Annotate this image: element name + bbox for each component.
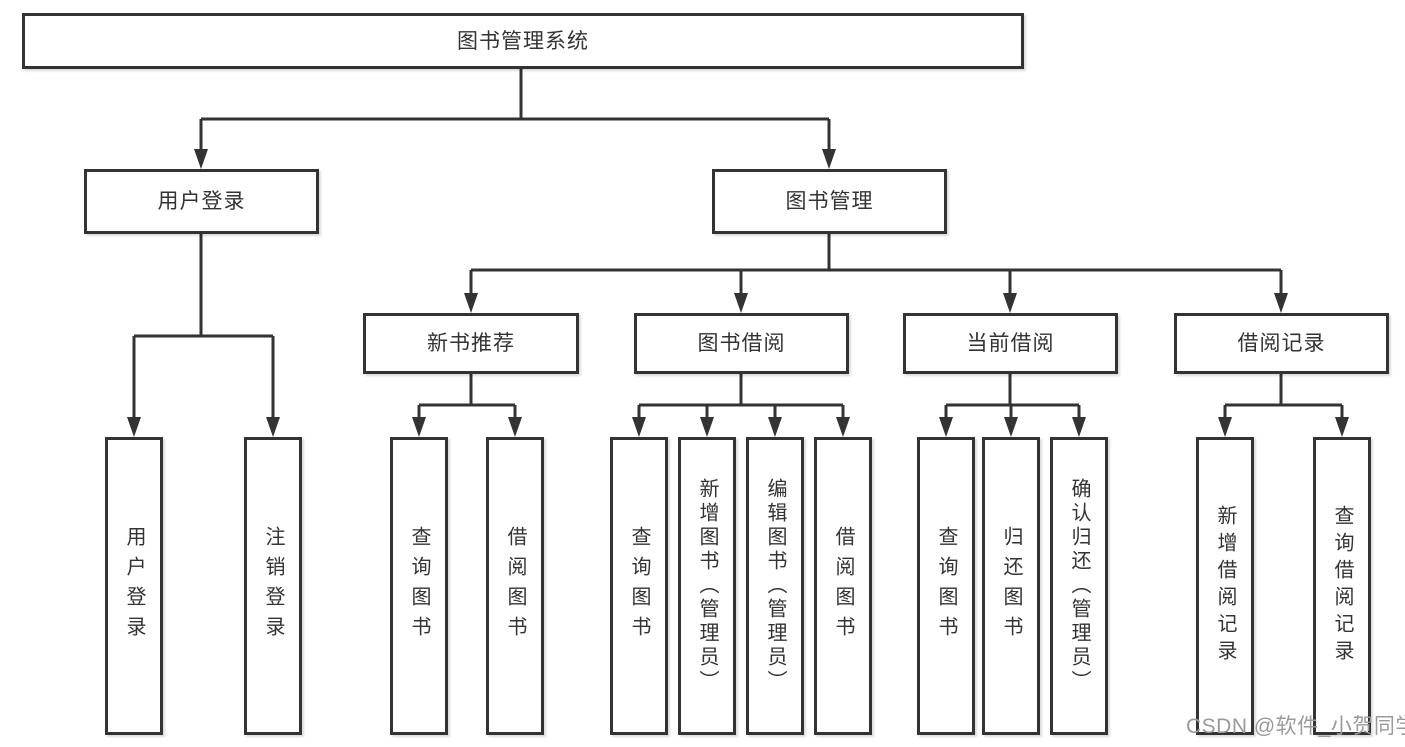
arrowhead-icon [822,149,836,169]
leaf-borrow-books-recommend-label: 借阅图书 [504,526,526,646]
node-book-management: 图书管理 [712,169,947,234]
leaf-query-borrow-record-label: 查询借阅记录 [1331,505,1353,667]
node-current-borrow: 当前借阅 [903,313,1118,374]
leaf-query-books-current: 查询图书 [917,437,975,735]
arrowhead-icon [700,417,714,437]
connector-login-split [127,234,280,437]
leaf-query-books-recommend: 查询图书 [390,437,448,735]
arrowhead-icon [266,417,280,437]
connector-borrow-split [632,374,850,437]
leaf-return-books-label: 归还图书 [1000,526,1022,646]
leaf-add-book-admin: 新增图书（管理员） [678,437,736,735]
arrowhead-icon [734,293,748,313]
leaf-query-books-borrow-label: 查询图书 [628,526,650,646]
leaf-add-borrow-record: 新增借阅记录 [1196,437,1254,735]
leaf-add-borrow-record-label: 新增借阅记录 [1214,505,1236,667]
arrowhead-icon [127,417,141,437]
leaf-borrow-books-label: 借阅图书 [832,526,854,646]
connector-root-split [194,69,836,169]
leaf-edit-book-admin: 编辑图书（管理员） [746,437,804,735]
leaf-borrow-books-recommend: 借阅图书 [486,437,544,735]
connector-line [1223,374,1344,421]
node-borrow-records: 借阅记录 [1174,313,1389,374]
arrowhead-icon [508,417,522,437]
arrowhead-icon [1004,417,1018,437]
node-user-login: 用户登录 [84,169,319,234]
node-root-label: 图书管理系统 [457,29,589,53]
arrowhead-icon [1274,293,1288,313]
arrowhead-icon [464,293,478,313]
leaf-query-books-borrow: 查询图书 [610,437,668,735]
leaf-edit-book-admin-label: 编辑图书（管理员） [764,478,786,694]
connector-line [944,374,1081,421]
node-user-login-label: 用户登录 [157,190,246,213]
connector-line [469,234,1283,297]
leaf-query-books-recommend-label: 查询图书 [408,526,430,646]
connector-line [637,374,845,421]
leaf-query-borrow-record: 查询借阅记录 [1313,437,1371,735]
arrowhead-icon [412,417,426,437]
connector-recommend-split [412,374,522,437]
leaf-query-books-current-label: 查询图书 [935,526,957,646]
arrowhead-icon [1218,417,1232,437]
leaf-user-login-label: 用户登录 [123,526,145,646]
node-new-book-recommend: 新书推荐 [363,313,579,374]
node-borrow-records-label: 借阅记录 [1237,332,1326,355]
node-new-book-recommend-label: 新书推荐 [427,332,515,355]
node-book-borrow: 图书借阅 [634,313,849,374]
arrowhead-icon [768,417,782,437]
leaf-user-login: 用户登录 [105,437,163,735]
arrowhead-icon [836,417,850,437]
leaf-logout: 注销登录 [244,437,302,735]
leaf-return-books: 归还图书 [982,437,1040,735]
node-book-management-label: 图书管理 [785,190,874,213]
node-root: 图书管理系统 [22,13,1024,69]
arrowhead-icon [632,417,646,437]
connector-current-split [939,374,1086,437]
arrowhead-icon [939,417,953,437]
arrowhead-icon [1072,417,1086,437]
leaf-confirm-return-admin: 确认归还（管理员） [1050,437,1108,735]
csdn-watermark: CSDN @软件_小贺同学 [1186,715,1405,738]
connector-records-split [1218,374,1349,437]
leaf-add-book-admin-label: 新增图书（管理员） [696,478,718,694]
leaf-logout-label: 注销登录 [262,526,284,646]
arrowhead-icon [1003,293,1017,313]
leaf-confirm-return-admin-label: 确认归还（管理员） [1068,478,1090,694]
connector-line [417,374,517,421]
connector-line [199,69,831,153]
leaf-borrow-books: 借阅图书 [814,437,872,735]
arrowhead-icon [1335,417,1349,437]
connector-management-split [464,234,1288,313]
connector-line [132,234,275,421]
arrowhead-icon [194,149,208,169]
node-current-borrow-label: 当前借阅 [966,332,1055,355]
node-book-borrow-label: 图书借阅 [697,332,786,355]
